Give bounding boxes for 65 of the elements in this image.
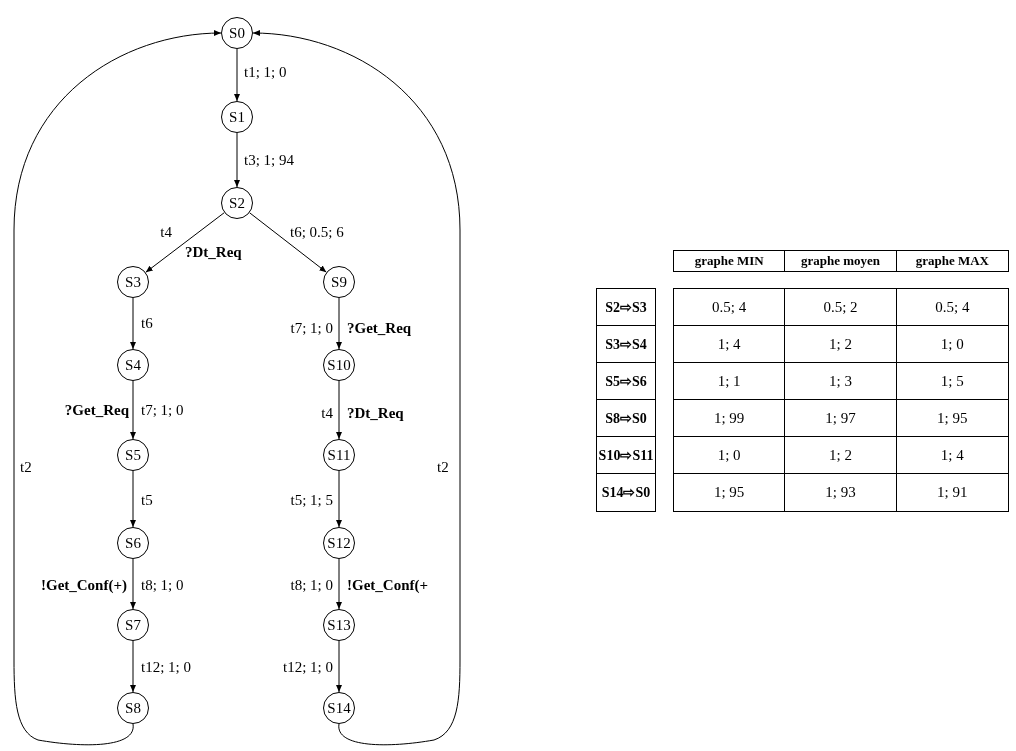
edge-label: t7; 1; 0 [141,401,184,420]
edge-label: t12; 1; 0 [141,658,191,677]
row-header: S8⇨S0 [597,400,655,437]
table-cell: 1; 3 [785,363,897,399]
edge-label: t4 [321,404,333,423]
arrow [130,470,136,528]
edge-label: t2 [20,458,32,477]
table-cell: 1; 1 [674,363,786,399]
table-cell-text: 1; 5 [939,371,965,391]
table-cell-text: 1; 0 [939,334,965,354]
event-label: !Get_Conf(+ [347,576,429,595]
row-header: S14⇨S0 [600,484,652,502]
event-label: ?Dt_Req [347,404,404,423]
table-cell: 0.5; 2 [785,289,897,325]
table-cell: 1; 93 [785,474,897,511]
arrow [336,380,342,440]
arrow [249,212,327,273]
edge-label: t7; 1; 0 [290,319,333,338]
arrow [130,558,136,610]
row-header: S3⇨S4 [597,326,655,363]
table-cell-text: 0.5; 4 [934,297,971,317]
table-cell: 1; 95 [674,474,786,511]
table-cell: 1; 4 [674,326,786,362]
arrow [234,132,240,188]
table-cell: 1; 99 [674,400,786,436]
edge-label: t8; 1; 0 [290,576,333,595]
event-label: ?Get_Req [64,401,129,420]
table-cell-text: 1; 95 [936,408,969,428]
table-cell: 1; 0 [674,437,786,473]
arrow [145,212,225,273]
arrow [234,48,240,102]
table-cell: 1; 97 [785,400,897,436]
row-header: S2⇨S3 [597,289,655,326]
arrow [336,297,342,350]
edge-label: t6 [141,314,153,333]
row-header: S10⇨S11 [597,437,655,474]
arrow [13,30,222,746]
row-header: S5⇨S6 [597,363,655,400]
edge-label: t4 [160,223,172,242]
arrow [252,30,461,746]
table-cell: 1; 2 [785,437,897,473]
event-label: !Get_Conf(+) [40,576,127,595]
arrow [130,297,136,350]
table-cell: 1; 2 [785,326,897,362]
edge-label: t12; 1; 0 [283,658,333,677]
table-cell-text: 1; 91 [936,483,969,503]
column-header: graphe moyen [785,251,897,271]
table-cell-text: 1; 4 [939,445,965,465]
edge-label: t2 [437,458,449,477]
edge-label: t1; 1; 0 [244,63,287,82]
column-header: graphe MAX [914,252,990,270]
edge-label: t8; 1; 0 [141,576,184,595]
edge-label: t5; 1; 5 [290,491,333,510]
arrow [130,380,136,440]
column-header: graphe MIN [674,251,786,271]
arrow [336,640,342,693]
arrow [336,470,342,528]
edge-label: t5 [141,491,153,510]
arrow [130,640,136,693]
edge-label: t3; 1; 94 [244,151,294,170]
event-label: ?Dt_Req [185,243,242,262]
arrow [336,558,342,610]
edge-label: t6; 0.5; 6 [290,223,344,242]
table-cell: 0.5; 4 [674,289,786,325]
event-label: ?Get_Req [347,319,412,338]
